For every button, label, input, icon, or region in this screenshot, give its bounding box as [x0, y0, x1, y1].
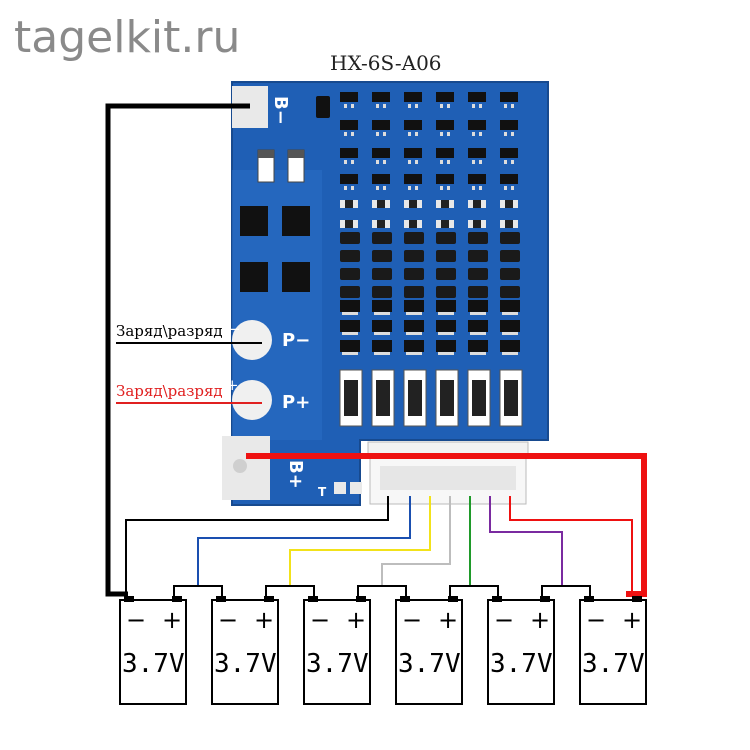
discharge-plus-annotation: Заряд\разряд +: [116, 376, 262, 404]
discharge-minus-label: Заряд\разряд: [116, 322, 223, 340]
discharge-plus-label: Заряд\разряд: [116, 382, 223, 400]
p-minus-pad: [232, 320, 272, 360]
cell-plus-terminal: +: [254, 606, 274, 634]
wires: [105, 103, 647, 597]
cell-minus-terminal: −: [586, 606, 606, 634]
board-model-title: HX-6S-A06: [330, 51, 442, 75]
p-plus-pad: [232, 380, 272, 420]
battery-cell: −+3.7V: [395, 596, 463, 705]
cell-voltage: 3.7V: [398, 649, 461, 679]
link-cell4-cell5: [449, 585, 499, 596]
discharge-minus-sign: −: [228, 320, 241, 338]
wire-b-plus-red: [246, 453, 647, 597]
wire-balance-blue: [197, 496, 411, 586]
wire-b-minus-black: [105, 103, 250, 597]
shunt-resistors: [339, 369, 523, 427]
component-grid: [340, 92, 520, 355]
site-watermark: tagelkit.ru: [14, 12, 240, 63]
cell-voltage: 3.7V: [214, 649, 277, 679]
battery-cell: −+3.7V: [303, 596, 371, 705]
mosfet-chips: [240, 206, 310, 292]
cell-minus-terminal: −: [126, 606, 146, 634]
p-minus-label: P−: [282, 330, 310, 351]
cell-minus-terminal: −: [494, 606, 514, 634]
link-cell2-cell3: [265, 585, 315, 596]
discharge-minus-annotation: Заряд\разряд −: [116, 320, 262, 344]
link-cell5-cell6: [541, 585, 591, 596]
cell-plus-terminal: +: [346, 606, 366, 634]
b-plus-label: B+: [285, 460, 306, 489]
cell-minus-terminal: −: [218, 606, 238, 634]
discharge-plus-sign: +: [226, 376, 239, 394]
cell-minus-terminal: −: [402, 606, 422, 634]
balance-connector: [367, 441, 529, 505]
cell-voltage: 3.7V: [306, 649, 369, 679]
cell-plus-terminal: +: [162, 606, 182, 634]
link-cell1-cell2: [173, 585, 223, 596]
t-label: T: [318, 485, 327, 499]
bms-board: B− B+ P− P+ T: [222, 81, 549, 506]
battery-cell: −+3.7V: [119, 596, 187, 705]
battery-cell: −+3.7V: [487, 596, 555, 705]
battery-cell: −+3.7V: [579, 596, 647, 705]
wire-balance-gray: [381, 496, 451, 586]
p-plus-label: P+: [282, 392, 310, 413]
cell-minus-terminal: −: [310, 606, 330, 634]
link-cell3-cell4: [357, 585, 407, 596]
b-minus-label: B−: [270, 96, 291, 125]
cell-voltage: 3.7V: [122, 649, 185, 679]
cell-voltage: 3.7V: [490, 649, 553, 679]
cell-plus-terminal: +: [438, 606, 458, 634]
battery-cells: −+3.7V−+3.7V−+3.7V−+3.7V−+3.7V−+3.7V: [119, 596, 647, 705]
wire-balance-black: [125, 496, 389, 596]
cell-voltage: 3.7V: [582, 649, 645, 679]
cell-plus-terminal: +: [530, 606, 550, 634]
wire-balance-red: [509, 496, 633, 596]
wire-balance-purple: [489, 496, 563, 586]
battery-cell: −+3.7V: [211, 596, 279, 705]
wire-balance-yellow: [289, 496, 431, 586]
cell-plus-terminal: +: [622, 606, 642, 634]
